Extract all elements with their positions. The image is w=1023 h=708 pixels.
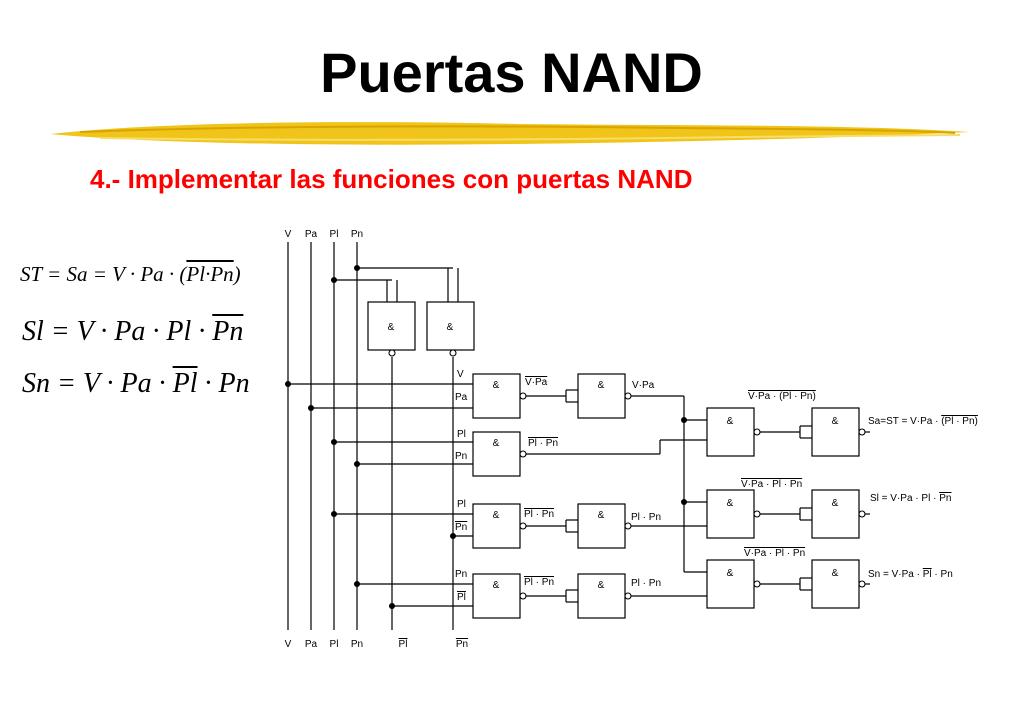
gate-symbol: &	[493, 438, 500, 449]
signal-label: Pl · Pn	[631, 512, 661, 523]
signal-label: V·Pa	[632, 380, 655, 391]
nand-gate-7	[706, 559, 755, 609]
nand-gate-1b	[577, 373, 626, 419]
signal-label: Pl · Pn	[631, 578, 661, 589]
gate-symbol: &	[598, 580, 605, 591]
gate-symbol: &	[493, 510, 500, 521]
gate-symbol: &	[447, 322, 454, 333]
signal-label: V·Pa · Pl · Pn	[741, 479, 802, 490]
gate-symbol: &	[493, 380, 500, 391]
nand-gate-sn	[811, 559, 860, 609]
yellow-brush-divider	[50, 122, 970, 145]
signal-label: Pl · Pn	[524, 509, 554, 520]
input-label: Pn	[455, 569, 467, 580]
output-label-sl: Sl = V·Pa · Pl · Pn	[870, 493, 951, 504]
output-label-sn: Sn = V·Pa · Pl · Pn	[868, 569, 953, 580]
gate-symbol: &	[832, 498, 839, 509]
gate-symbol: &	[832, 416, 839, 427]
bus-label-top-pa: Pa	[305, 229, 318, 240]
nand-gate-3	[472, 503, 521, 549]
page-title: Puertas NAND	[320, 41, 703, 104]
bus-label-top-pl: Pl	[330, 229, 339, 240]
input-label: Pa	[455, 392, 468, 403]
nand-inverter-pn	[426, 301, 475, 351]
gate-symbol: &	[493, 580, 500, 591]
nand-inverter-pl	[367, 301, 416, 351]
equation-sl: Sl = V · Pa · Pl · Pn	[22, 316, 244, 347]
inverter-bubble	[449, 349, 457, 357]
bus-label-bottom-pn-not: Pn	[456, 639, 468, 650]
input-label: Pn	[455, 451, 467, 462]
bus-label-bottom-pl: Pl	[330, 639, 339, 650]
bus-label-bottom-pn: Pn	[351, 639, 363, 650]
nand-gate-4	[472, 573, 521, 619]
equation-st: ST = Sa = V · Pa · (Pl·Pn)	[20, 262, 241, 286]
equation-sn: Sn = V · Pa · Pl · Pn	[22, 368, 250, 399]
gate-symbol: &	[598, 380, 605, 391]
signal-label: V·Pa	[525, 377, 548, 388]
bus-label-bottom-pl-not: Pl	[399, 639, 408, 650]
gate-symbol: &	[727, 568, 734, 579]
bus-label-bottom-v: V	[285, 639, 292, 650]
gate-symbol: &	[727, 416, 734, 427]
signal-label: V·Pa · Pl · Pn	[744, 548, 805, 559]
gate-symbol: &	[727, 498, 734, 509]
signal-label: Pl · Pn	[524, 577, 554, 588]
gate-symbol: &	[832, 568, 839, 579]
nand-gate-3b	[577, 503, 626, 549]
output-label-st: Sa=ST = V·Pa · (Pl · Pn)	[868, 416, 978, 427]
input-label: Pl	[457, 429, 466, 440]
bus-label-bottom-pa: Pa	[305, 639, 318, 650]
gate-symbol: &	[598, 510, 605, 521]
input-label: Pl	[457, 592, 466, 603]
inverter-bubble	[388, 349, 396, 357]
signal-label: V·Pa · (Pl · Pn)	[748, 391, 816, 402]
input-buses	[287, 242, 454, 630]
bus-label-top-pn: Pn	[351, 229, 363, 240]
input-label: V	[457, 369, 464, 380]
signal-label: Pl · Pn	[528, 438, 558, 449]
nand-gate-6	[706, 489, 755, 539]
nand-gate-4b	[577, 573, 626, 619]
input-label: Pl	[457, 499, 466, 510]
gate-symbol: &	[388, 322, 395, 333]
subtitle: 4.- Implementar las funciones con puerta…	[90, 164, 693, 194]
nand-gate-5	[706, 407, 755, 457]
bus-label-top-v: V	[285, 229, 292, 240]
input-label: Pn	[455, 522, 467, 533]
nand-gate-2	[472, 431, 521, 477]
